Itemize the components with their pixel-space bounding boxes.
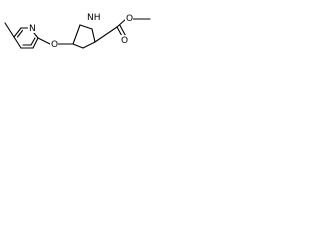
atom-pyrrolidine-nh: NH <box>86 11 101 23</box>
bond-pyridine-oxygen <box>37 37 51 45</box>
atom-ester-o: O <box>125 13 133 24</box>
bond-lines <box>4 18 151 49</box>
bond-pyridine-3 <box>33 32 39 39</box>
bond-methyl-pyridine <box>4 22 15 38</box>
bond-ester-single <box>116 18 127 28</box>
bond-pyrrolidine-1 <box>72 43 84 49</box>
bond-pyrrolidine-ester <box>94 26 118 43</box>
bond-pyridine-4 <box>32 37 39 49</box>
atom-label-ester-o: O <box>126 14 133 24</box>
bond-pyridine-double-2 <box>30 37 36 46</box>
atom-label-pyrrolidine-nh: NH <box>87 13 101 23</box>
bond-carbonyl-double-2 <box>119 24 127 38</box>
bond-pyridine-6 <box>13 36 22 49</box>
chemical-structure: N NH O O O <box>0 0 157 81</box>
atom-label-ether-o: O <box>51 40 58 50</box>
atom-ether-o: O <box>50 39 58 50</box>
atom-label-pyridine-n: N <box>29 24 36 34</box>
structure-svg: N NH O O O <box>4 11 151 50</box>
bond-pyridine-1 <box>13 27 22 38</box>
bond-pyrrolidine-5 <box>72 24 81 45</box>
atom-pyridine-n: N <box>28 23 36 34</box>
atom-label-carbonyl-o: O <box>121 36 128 46</box>
bond-pyridine-double-1 <box>16 29 24 38</box>
bond-pyrrolidine-4 <box>79 24 93 30</box>
atom-labels: N NH O O O <box>28 11 133 50</box>
atom-carbonyl-o: O <box>120 35 128 46</box>
bond-pyrrolidine-2 <box>82 41 96 49</box>
bond-pyrrolidine-3 <box>91 28 96 43</box>
